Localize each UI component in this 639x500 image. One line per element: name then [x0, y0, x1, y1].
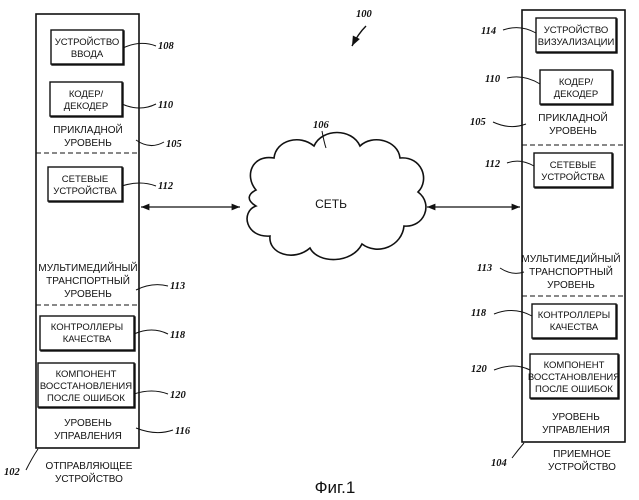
- sender-codec-box: КОДЕР/ ДЕКОДЕР: [50, 82, 122, 116]
- receiver-label-line-1: ПРИЕМНОЕ: [553, 449, 611, 460]
- sender-input-device-box: УСТРОЙСТВО ВВОДА: [51, 30, 123, 64]
- sender-quality-controllers-line-1: КОНТРОЛЛЕРЫ: [51, 322, 123, 333]
- receiver-error-recovery-box: КОМПОНЕНТ ВОССТАНОВЛЕНИЯ ПОСЛЕ ОШИБОК: [528, 354, 620, 398]
- receiver-codec-line-2: ДЕКОДЕР: [554, 89, 599, 100]
- ref-108: 108: [158, 41, 175, 52]
- receiver-app-layer-line-1: ПРИКЛАДНОЙ: [538, 111, 607, 124]
- sender-quality-controllers-line-2: КАЧЕСТВА: [63, 334, 112, 345]
- sender-app-layer-line-1: ПРИКЛАДНОЙ: [53, 123, 122, 136]
- sender-device: УСТРОЙСТВО ВВОДА 108 КОДЕР/ ДЕКОДЕР 110 …: [4, 14, 191, 485]
- ref-113-receiver: 113: [477, 263, 492, 274]
- receiver-codec-box: КОДЕР/ ДЕКОДЕР: [540, 70, 612, 104]
- network-cloud: СЕТЬ: [247, 133, 426, 260]
- sender-network-devices-line-2: УСТРОЙСТВА: [53, 185, 117, 197]
- sender-control-layer-line-1: УРОВЕНЬ: [64, 418, 112, 429]
- ref-116: 116: [175, 426, 191, 437]
- sender-transport-layer-line-3: УРОВЕНЬ: [64, 289, 112, 300]
- sender-quality-controllers-box: КОНТРОЛЛЕРЫ КАЧЕСТВА: [40, 316, 134, 350]
- ref-113-sender-leader: [136, 285, 168, 290]
- receiver-quality-controllers-box: КОНТРОЛЛЕРЫ КАЧЕСТВА: [532, 304, 616, 338]
- sender-control-layer-line-2: УПРАВЛЕНИЯ: [54, 431, 122, 442]
- ref-105-receiver: 105: [470, 117, 486, 128]
- receiver-error-recovery-line-2: ВОССТАНОВЛЕНИЯ: [528, 372, 620, 383]
- receiver-control-layer-line-2: УПРАВЛЕНИЯ: [542, 425, 610, 436]
- ref-102: 102: [4, 467, 21, 478]
- receiver-network-devices-line-2: УСТРОЙСТВА: [541, 171, 605, 183]
- receiver-error-recovery-line-1: КОМПОНЕНТ: [544, 360, 605, 371]
- ref-116-leader: [136, 428, 173, 433]
- receiver-transport-layer-line-3: УРОВЕНЬ: [547, 280, 595, 291]
- sender-error-recovery-line-2: ВОССТАНОВЛЕНИЯ: [40, 381, 132, 392]
- ref-110-sender: 110: [158, 100, 174, 111]
- receiver-network-devices-box: СЕТЕВЫЕ УСТРОЙСТВА: [534, 153, 612, 187]
- ref-104: 104: [491, 458, 507, 469]
- receiver-error-recovery-line-3: ПОСЛЕ ОШИБОК: [535, 384, 613, 395]
- ref-102-leader: [26, 449, 38, 470]
- receiver-display-device-box: УСТРОЙСТВО ВИЗУАЛИЗАЦИИ: [536, 18, 616, 52]
- receiver-quality-controllers-line-2: КАЧЕСТВА: [550, 322, 599, 333]
- sender-app-layer-line-2: УРОВЕНЬ: [64, 138, 112, 149]
- sender-codec-line-2: ДЕКОДЕР: [64, 101, 109, 112]
- ref-105-sender: 105: [166, 139, 182, 150]
- ref-112-sender: 112: [158, 181, 174, 192]
- ref-105-sender-leader: [136, 140, 164, 146]
- sender-label-line-2: УСТРОЙСТВО: [55, 472, 123, 485]
- ref-113-sender: 113: [170, 281, 185, 292]
- receiver-control-layer-line-1: УРОВЕНЬ: [552, 412, 600, 423]
- sender-codec-line-1: КОДЕР/: [69, 89, 104, 100]
- sender-network-devices-box: СЕТЕВЫЕ УСТРОЙСТВА: [48, 167, 122, 201]
- ref-118-receiver: 118: [471, 308, 487, 319]
- receiver-display-device-line-1: УСТРОЙСТВО: [544, 24, 609, 36]
- sender-error-recovery-line-3: ПОСЛЕ ОШИБОК: [47, 393, 125, 404]
- ref-112-receiver: 112: [485, 159, 501, 170]
- ref-120-sender: 120: [170, 390, 187, 401]
- ref-120-receiver: 120: [471, 364, 488, 375]
- sender-input-device-line-2: ВВОДА: [71, 49, 104, 60]
- sender-error-recovery-box: КОМПОНЕНТ ВОССТАНОВЛЕНИЯ ПОСЛЕ ОШИБОК: [38, 363, 134, 407]
- ref-110-receiver: 110: [485, 74, 501, 85]
- receiver-label-line-2: УСТРОЙСТВО: [548, 460, 616, 473]
- ref-114: 114: [481, 26, 496, 37]
- receiver-codec-line-1: КОДЕР/: [559, 77, 594, 88]
- sender-network-devices-line-1: СЕТЕВЫЕ: [62, 174, 108, 185]
- ref-113-receiver-leader: [500, 268, 524, 273]
- receiver-app-layer-line-2: УРОВЕНЬ: [549, 126, 597, 137]
- receiver-network-devices-line-1: СЕТЕВЫЕ: [550, 160, 596, 171]
- sender-transport-layer-line-1: МУЛЬТИМЕДИЙНЫЙ: [38, 261, 137, 274]
- network-label: СЕТЬ: [315, 197, 347, 211]
- ref-105-receiver-leader: [493, 122, 526, 127]
- receiver-display-device-line-2: ВИЗУАЛИЗАЦИИ: [538, 37, 615, 48]
- figure-ref-arrow: [352, 26, 366, 46]
- ref-106: 106: [313, 120, 330, 131]
- sender-label-line-1: ОТПРАВЛЯЮЩЕЕ: [46, 461, 133, 472]
- receiver-transport-layer-line-1: МУЛЬТИМЕДИЙНЫЙ: [521, 252, 620, 265]
- figure-caption: Фиг.1: [315, 478, 356, 497]
- ref-118-sender: 118: [170, 330, 186, 341]
- figure-ref-100: 100: [356, 9, 373, 20]
- receiver-transport-layer-line-2: ТРАНСПОРТНЫЙ: [529, 265, 613, 278]
- sender-input-device-line-1: УСТРОЙСТВО: [55, 36, 120, 48]
- sender-transport-layer-line-2: ТРАНСПОРТНЫЙ: [46, 274, 130, 287]
- receiver-quality-controllers-line-1: КОНТРОЛЛЕРЫ: [538, 310, 610, 321]
- ref-104-leader: [512, 443, 524, 458]
- receiver-device: УСТРОЙСТВО ВИЗУАЛИЗАЦИИ 114 КОДЕР/ ДЕКОД…: [470, 10, 625, 473]
- sender-error-recovery-line-1: КОМПОНЕНТ: [56, 369, 117, 380]
